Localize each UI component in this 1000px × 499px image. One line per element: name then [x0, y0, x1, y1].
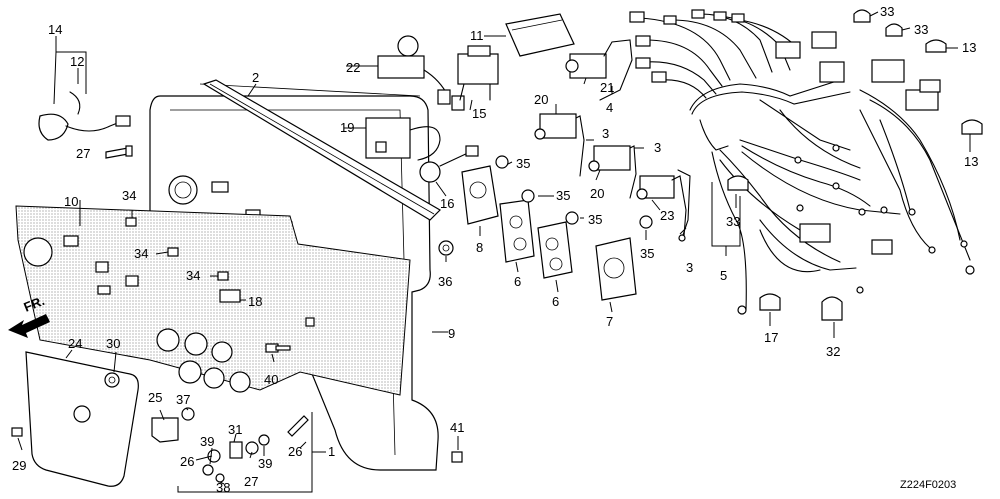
front-direction-arrow — [8, 314, 50, 338]
component-16-ring — [419, 145, 479, 183]
callout-13b: 13 — [964, 154, 978, 169]
callout-6b: 6 — [552, 294, 559, 309]
callout-33b: 33 — [880, 4, 894, 19]
callout-34a: 34 — [122, 188, 136, 203]
callout-numbers: 14 12 27 2 22 11 15 19 16 21 4 20 3 3 20… — [12, 4, 978, 495]
callout-34b: 34 — [134, 246, 148, 261]
callout-28: 27 — [76, 146, 90, 161]
callout-35b: 35 — [556, 188, 570, 203]
callout-33a: 33 — [726, 214, 740, 229]
callout-25: 25 — [148, 390, 162, 405]
callout-31: 31 — [228, 422, 242, 437]
callout-8: 8 — [476, 240, 483, 255]
callout-2: 2 — [252, 70, 259, 85]
component-19-breaker — [365, 117, 441, 161]
callout-27b: 27 — [244, 474, 258, 489]
callout-7: 7 — [606, 314, 613, 329]
component-22-switch — [565, 39, 633, 101]
callout-26: 26 — [288, 444, 302, 459]
callout-30: 30 — [106, 336, 120, 351]
callout-20a: 20 — [534, 92, 548, 107]
callout-9: 9 — [448, 326, 455, 341]
component-11-module — [505, 13, 575, 57]
callout-32: 32 — [826, 344, 840, 359]
callout-6a: 6 — [514, 274, 521, 289]
callout-36: 36 — [438, 274, 452, 289]
hardware-set-bracket — [177, 412, 326, 493]
front-label: FR. — [22, 293, 47, 315]
callout-29: 29 — [12, 458, 26, 473]
panel-label-sticker — [15, 205, 411, 396]
callout-35a: 35 — [516, 156, 530, 171]
leader-lines — [17, 11, 971, 485]
main-wire-harness — [629, 9, 975, 315]
callout-38: 38 — [216, 480, 230, 495]
callout-37: 37 — [176, 392, 190, 407]
callout-22: 21 — [600, 80, 614, 95]
callout-11: 11 — [470, 28, 484, 43]
callout-24: 24 — [68, 336, 82, 351]
callout-5: 5 — [720, 268, 727, 283]
callout-33c: 33 — [914, 22, 928, 37]
callout-17: 17 — [764, 330, 778, 345]
callout-19: 19 — [340, 120, 354, 135]
callout-16: 16 — [440, 196, 454, 211]
callout-1: 1 — [328, 444, 335, 459]
callout-41: 41 — [450, 420, 464, 435]
callout-3a: 3 — [602, 126, 609, 141]
component-20-switches — [534, 113, 637, 199]
component-21-switch — [636, 175, 687, 237]
top-seal-strip — [202, 79, 441, 221]
diagram-code: Z224F0203 — [900, 479, 956, 491]
callout-4: 4 — [606, 100, 613, 115]
callout-34c: 34 — [186, 268, 200, 283]
callout-27a: 26 — [180, 454, 194, 469]
callout-23: 22 — [346, 60, 360, 75]
callout-3c: 3 — [686, 260, 693, 275]
callout-18: 18 — [248, 294, 262, 309]
bolts-and-screws — [11, 145, 463, 483]
callout-15: 15 — [472, 106, 486, 121]
callout-14: 14 — [48, 22, 62, 37]
receptacle-cover — [25, 351, 139, 487]
callout-3b: 3 — [654, 140, 661, 155]
callout-13a: 13 — [962, 40, 976, 55]
clamps — [727, 9, 983, 321]
callout-12: 12 — [70, 54, 84, 69]
component-14-indicator — [38, 91, 131, 141]
component-15-breaker — [457, 45, 499, 101]
callout-20b: 20 — [590, 186, 604, 201]
receptacles — [461, 165, 637, 301]
callout-40: 40 — [264, 372, 278, 387]
callout-39a: 39 — [200, 434, 214, 449]
component-23-switch — [377, 35, 465, 111]
callout-35d: 35 — [640, 246, 654, 261]
callout-21: 23 — [660, 208, 674, 223]
callout-10: 10 — [64, 194, 78, 209]
callout-35c: 35 — [588, 212, 602, 227]
nuts-35 — [495, 155, 653, 229]
callout-39b: 39 — [258, 456, 272, 471]
